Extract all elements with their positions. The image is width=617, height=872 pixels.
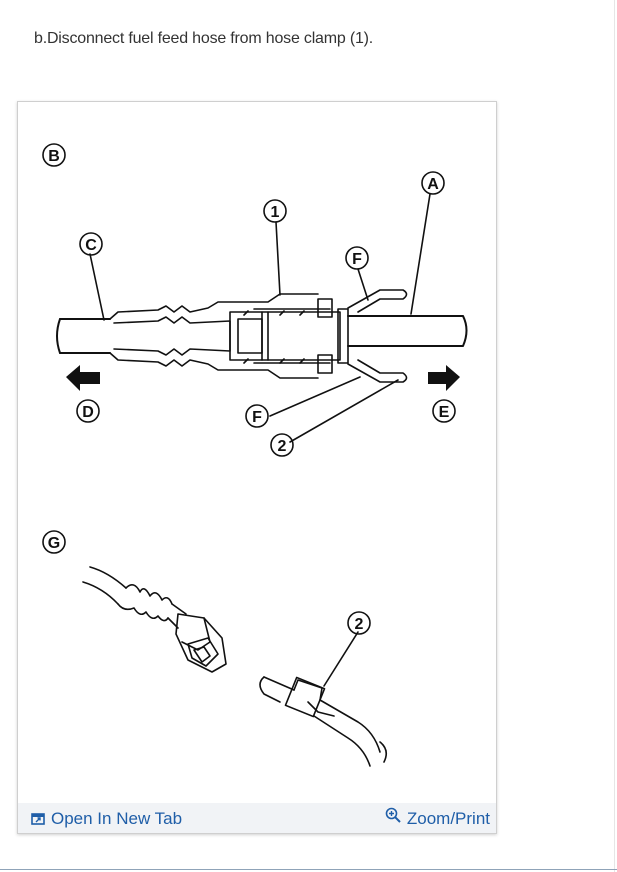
- svg-text:1: 1: [271, 204, 280, 221]
- open-in-new-tab-link[interactable]: Open In New Tab: [31, 809, 182, 829]
- svg-text:2: 2: [355, 616, 364, 633]
- label-1: 1: [263, 199, 287, 223]
- figure-footer: Open In New Tab Zoom/Print: [18, 803, 496, 833]
- label-F-bottom: F: [245, 404, 269, 428]
- label-2-top: 2: [270, 433, 294, 457]
- right-divider: [614, 0, 615, 872]
- svg-text:B: B: [48, 148, 60, 165]
- label-2-bottom: 2: [347, 611, 371, 635]
- zoom-print-link[interactable]: Zoom/Print: [385, 807, 490, 829]
- external-tab-icon: [31, 813, 45, 825]
- label-F-top: F: [345, 246, 369, 270]
- label-C: C: [79, 232, 103, 256]
- zoom-print-label: Zoom/Print: [406, 809, 490, 828]
- label-A: A: [421, 171, 445, 195]
- svg-text:G: G: [48, 535, 60, 552]
- label-E: E: [432, 399, 456, 423]
- label-G: G: [42, 530, 66, 554]
- bottom-divider: [0, 869, 617, 870]
- svg-text:F: F: [352, 251, 362, 268]
- svg-text:A: A: [427, 176, 439, 193]
- zoom-in-icon: [385, 807, 401, 823]
- instruction-text: b.Disconnect fuel feed hose from hose cl…: [34, 30, 374, 47]
- svg-text:D: D: [82, 404, 94, 421]
- fuel-hose-diagram: B A C 1 F D E: [42, 143, 468, 767]
- label-D: D: [76, 399, 100, 423]
- label-B: B: [42, 143, 66, 167]
- svg-text:F: F: [252, 409, 262, 426]
- svg-text:E: E: [439, 404, 450, 421]
- svg-text:C: C: [85, 237, 97, 254]
- figure-card: B A C 1 F D E: [17, 101, 497, 834]
- svg-text:2: 2: [278, 438, 287, 455]
- open-in-new-tab-label: Open In New Tab: [51, 809, 183, 828]
